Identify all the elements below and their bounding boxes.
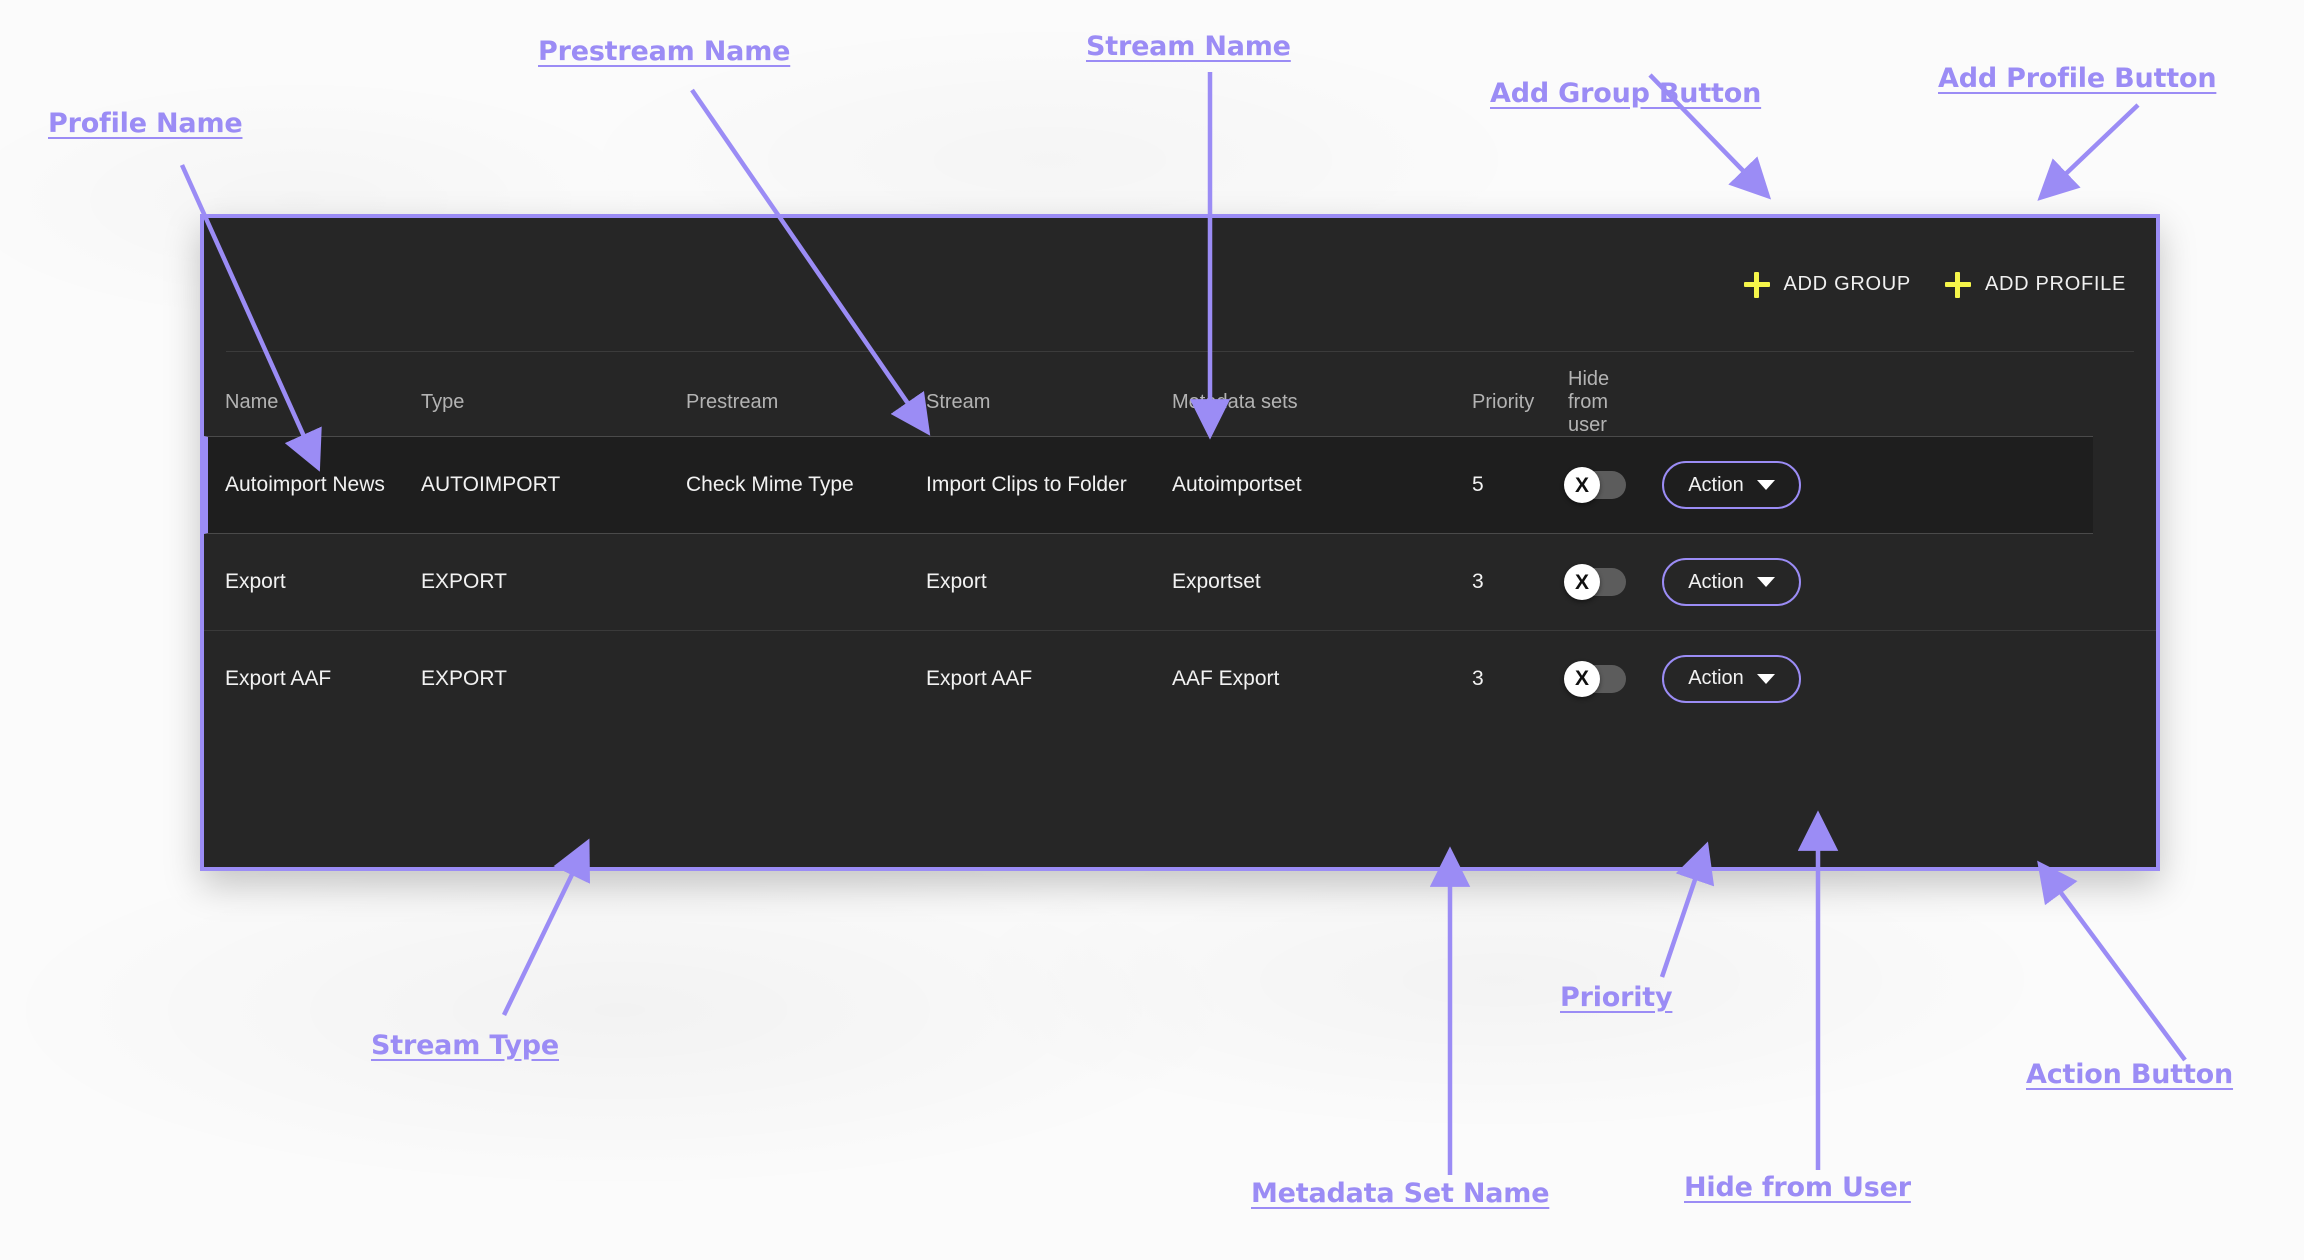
cell-priority: 3 (1472, 570, 1484, 593)
cell-metadata-sets: Exportset (1172, 570, 1261, 593)
column-header-name: Name (225, 390, 279, 413)
table-row[interactable]: Export EXPORT Export Exportset 3 X Actio… (204, 534, 2156, 630)
cell-name: Export AAF (225, 666, 332, 690)
action-button-label: Action (1688, 570, 1744, 593)
column-header-metadata-sets: Metadata sets (1172, 390, 1298, 413)
add-profile-button[interactable]: ADD PROFILE (1941, 264, 2130, 306)
hide-from-user-toggle[interactable]: X (1564, 467, 1626, 503)
action-button-label: Action (1688, 473, 1744, 496)
add-profile-label: ADD PROFILE (1984, 273, 2126, 295)
cell-name: Autoimport News (225, 473, 385, 496)
cell-type: EXPORT (421, 570, 507, 593)
cell-type: EXPORT (421, 666, 507, 690)
chevron-down-icon (1756, 577, 1775, 587)
cell-action: Action (1662, 461, 1842, 509)
cell-metadata-sets: Autoimportset (1172, 473, 1302, 496)
toggle-knob-x-icon: X (1564, 467, 1600, 503)
hide-from-user-toggle[interactable]: X (1564, 660, 1626, 697)
cell-stream: Export (926, 570, 987, 593)
action-button[interactable]: Action (1662, 654, 1801, 703)
column-header-prestream: Prestream (686, 390, 779, 413)
cell-priority: 5 (1472, 473, 1484, 496)
cell-priority: 3 (1472, 666, 1484, 690)
plus-icon (1944, 271, 1971, 298)
profiles-table: Name Type Prestream Stream Metadata sets… (204, 368, 2156, 867)
profiles-panel: ADD GROUP ADD PROFILE Name Type Prestrea… (200, 214, 2160, 871)
toolbar-divider (226, 351, 2134, 352)
chevron-down-icon (1756, 673, 1775, 684)
cell-hide-from-user: X (1564, 467, 1662, 503)
action-button-label: Action (1688, 667, 1744, 689)
toggle-knob-x-icon: X (1564, 564, 1600, 600)
table-header-row: Name Type Prestream Stream Metadata sets… (204, 368, 2156, 436)
cell-stream: Import Clips to Folder (926, 473, 1127, 496)
panel-toolbar: ADD GROUP ADD PROFILE (204, 218, 2156, 351)
chevron-down-icon (1756, 480, 1775, 490)
plus-icon (1743, 271, 1770, 298)
cell-hide-from-user: X (1564, 660, 1662, 697)
column-header-hide-from-user: Hide from user (1568, 367, 1610, 436)
cell-hide-from-user: X (1564, 564, 1662, 600)
cell-action: Action (1662, 558, 1842, 606)
add-group-label: ADD GROUP (1783, 273, 1911, 295)
column-header-type: Type (421, 390, 465, 413)
toggle-knob-x-icon: X (1564, 660, 1600, 697)
cell-type: AUTOIMPORT (421, 473, 561, 496)
table-row[interactable]: Export AAF EXPORT Export AAF AAF Export … (204, 630, 2156, 726)
cell-prestream: Check Mime Type (686, 473, 854, 496)
cell-stream: Export AAF (926, 666, 1033, 690)
column-header-stream: Stream (926, 390, 991, 413)
add-group-button[interactable]: ADD GROUP (1740, 264, 1915, 306)
cell-name: Export (225, 570, 286, 593)
table-row[interactable]: Autoimport News AUTOIMPORT Check Mime Ty… (204, 436, 2093, 534)
cell-metadata-sets: AAF Export (1172, 666, 1280, 690)
cell-action: Action (1662, 654, 1842, 703)
action-button[interactable]: Action (1662, 461, 1801, 509)
hide-from-user-toggle[interactable]: X (1564, 564, 1626, 600)
column-header-priority: Priority (1472, 390, 1535, 413)
action-button[interactable]: Action (1662, 558, 1801, 606)
